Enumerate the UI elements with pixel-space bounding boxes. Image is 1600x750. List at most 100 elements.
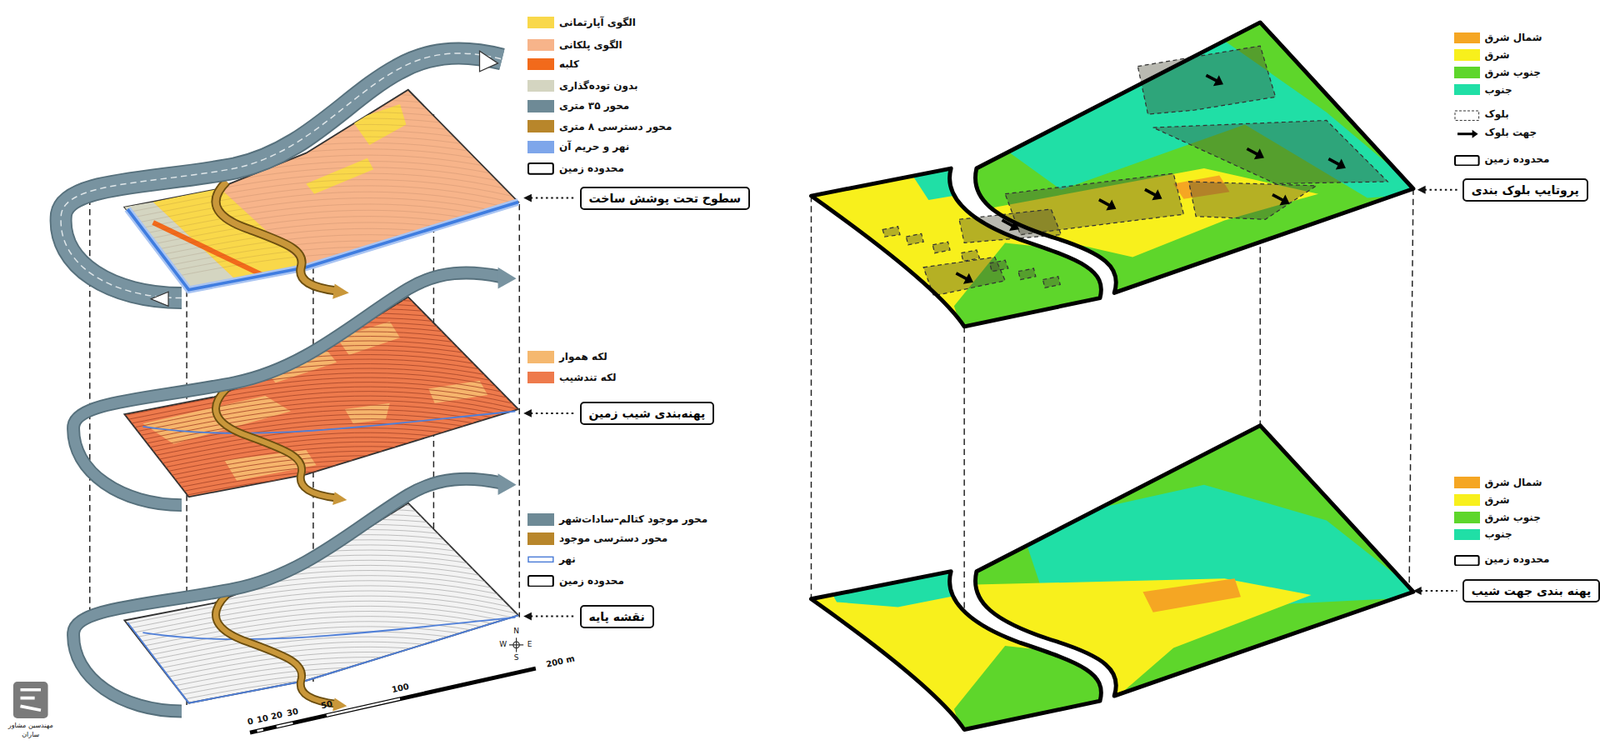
legend-sample: [1454, 555, 1480, 566]
legend-text: محور موجود کتالم–سادات‌شهر: [559, 513, 708, 525]
scale-number: 200 m: [545, 653, 575, 669]
legend-text: جهت بلوک: [1485, 126, 1538, 139]
contour-line: [40, 295, 551, 342]
contour-line: [40, 519, 551, 566]
legend-swatch: [527, 140, 555, 154]
legend-swatch: [1454, 32, 1480, 44]
legend-swatch: [1454, 511, 1480, 523]
contour-line: [40, 410, 551, 457]
box-text: پروتایپ بلوک بندی: [1471, 183, 1580, 197]
legend-text: جنوب: [1485, 528, 1513, 540]
legend-text: نهر و حریم آن: [559, 140, 630, 153]
legend-swatch: [1454, 153, 1480, 165]
legend-swatch: [1454, 529, 1480, 540]
legend-text: محدوده زمین: [559, 575, 625, 587]
legend-text: بدون توده‌گذاری: [559, 80, 639, 92]
compass-letter: N: [513, 627, 520, 636]
layer-label-box: نقشه پایه: [580, 605, 655, 629]
box-text: پهنه بندی جهت شیب: [1471, 584, 1592, 598]
legend-text: الگوی پلکانی: [559, 39, 623, 51]
legend-swatch: [1454, 553, 1480, 565]
legend-swatch: [1454, 84, 1480, 95]
legend-sample: [527, 553, 555, 566]
contour-line: [40, 509, 551, 556]
legend-swatch: [1454, 126, 1480, 138]
legend-text: محور دسترسی ۸ متری: [559, 120, 672, 133]
legend-text: محور دسترسی موجود: [559, 532, 668, 545]
legend-swatch: [1454, 49, 1480, 60]
legend-swatch: [1454, 108, 1480, 120]
legend-swatch: [1454, 494, 1480, 505]
compass-letter: S: [514, 654, 520, 663]
legend-sample: [1454, 110, 1480, 121]
legend-swatch: [527, 120, 555, 133]
contour-line: [40, 198, 551, 245]
contour-line: [40, 304, 551, 351]
contour-line: [40, 69, 551, 116]
direction-arrow: [1203, 70, 1226, 90]
legend-swatch: [527, 350, 555, 364]
contour-line: [40, 87, 551, 135]
scale-number: 10: [255, 713, 270, 725]
layer-label-box: سطوح تحت پوشش ساخت: [580, 186, 751, 210]
contour-line: [40, 308, 551, 355]
legend-text: بلوک: [1485, 108, 1510, 120]
legend-sample: [1454, 128, 1480, 140]
contour-line: [40, 386, 551, 434]
layer-label-box: پهنه‌بندی شیب زمین: [580, 401, 715, 425]
contour-line: [40, 63, 551, 110]
legend-text: شرق: [1485, 49, 1510, 61]
contour-line: [40, 299, 551, 346]
legend-text: الگوی آپارتمانی: [559, 16, 636, 29]
contour-line: [40, 494, 551, 541]
legend-text: نهر: [559, 553, 576, 565]
legend-text: کلبه: [559, 58, 580, 70]
legend-swatch: [527, 100, 555, 113]
contour-line: [40, 441, 551, 489]
direction-arrow: [953, 267, 976, 288]
contour-line: [40, 514, 551, 561]
legend-swatch: [1454, 476, 1480, 488]
legend-swatch: [1454, 66, 1480, 78]
contour-line: [40, 646, 551, 694]
direction-arrow: [1095, 194, 1119, 215]
contour-line: [40, 345, 551, 393]
direction-arrow: [1325, 153, 1349, 174]
legend-swatch: [527, 532, 555, 545]
legend-swatch: [527, 80, 555, 93]
direction-arrow: [1244, 143, 1267, 164]
layer-label-box: پهنه بندی جهت شیب: [1462, 579, 1600, 603]
legend-text: جنوب شرق: [1485, 66, 1541, 79]
scale-number: 30: [285, 706, 300, 719]
legend-swatch: [527, 58, 555, 71]
contour-line: [40, 616, 551, 664]
legend-swatch: [527, 574, 555, 587]
legend-swatch: [527, 553, 555, 566]
legend-text: شمال شرق: [1485, 476, 1543, 489]
compass-letter: E: [527, 640, 533, 650]
logo-text: ساران: [21, 731, 40, 740]
legend-text: شرق: [1485, 494, 1510, 506]
scale-number: 0: [245, 716, 254, 727]
contour-line: [40, 204, 551, 251]
legend-sample: [527, 162, 555, 175]
contour-line: [40, 504, 551, 551]
legend-text: جنوب: [1485, 84, 1513, 96]
legend-text: محور ۳۵ متری: [559, 100, 630, 112]
legend-text: محدوده زمین: [1485, 553, 1550, 565]
legend-sample: [527, 575, 555, 588]
contour-line: [40, 235, 551, 282]
scale-number: 50: [320, 699, 334, 711]
scale-number: 100: [390, 681, 410, 695]
compass-letter: W: [499, 640, 507, 650]
legend-sample: [1454, 155, 1480, 166]
legend-text: جنوب شرق: [1485, 511, 1541, 524]
contour-line: [40, 405, 551, 452]
contour-line: [40, 81, 551, 129]
logo-text: مهندسین مشاور: [8, 722, 54, 730]
legend-swatch: [527, 513, 555, 526]
legend-text: لکه هموار: [559, 350, 608, 363]
direction-arrow: [1141, 184, 1165, 205]
contour-line: [40, 75, 551, 123]
